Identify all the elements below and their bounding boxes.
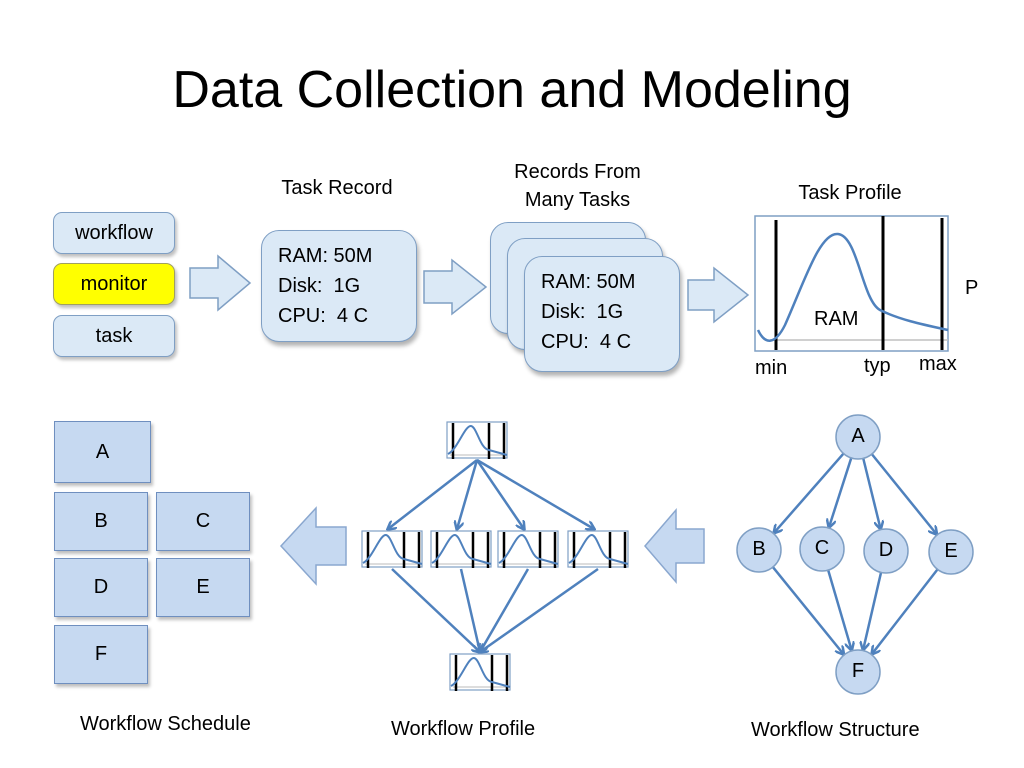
edge-d-f [863, 572, 883, 649]
node-label-b: B [752, 538, 766, 560]
edge-b-f [771, 566, 844, 654]
schedule-slot-d: D [54, 558, 148, 617]
block-arrow-left-1 [279, 506, 347, 586]
schedule-slot-f: F [54, 625, 148, 684]
mini-profile-c [430, 530, 492, 568]
mini-profile-f [449, 653, 511, 691]
many-records-heading: Records From Many Tasks [490, 158, 665, 214]
source-workflow: workflow [53, 212, 175, 254]
edge-e-f [872, 568, 939, 653]
ram-distribution-curve [756, 232, 949, 342]
cpu-line: CPU: 4 C [278, 305, 369, 327]
edge-a-c [829, 457, 853, 527]
edge-a-b [774, 452, 845, 533]
workflow-profile-charts [361, 421, 629, 691]
block-arrow-right-3 [687, 266, 750, 324]
schedule-slot-e: E [156, 558, 250, 617]
node-d [863, 528, 909, 574]
task-record-box: RAM: 50M Disk: 1G CPU: 4 C [261, 230, 417, 342]
many-records-heading-line1: Records From [514, 161, 641, 183]
profile-edge-a-c [457, 459, 479, 529]
schedule-slot-c: C [156, 492, 250, 551]
slide-title: Data Collection and Modeling [172, 61, 852, 119]
disk-line: Disk: 1G [541, 301, 624, 323]
node-label-d: D [878, 539, 894, 561]
mini-profile-a [446, 421, 508, 459]
node-e [928, 529, 974, 575]
typ-marker-label: typ [864, 355, 891, 377]
profile-edge-c-f [459, 568, 480, 652]
mini-profile-e [567, 530, 629, 568]
cpu-line: CPU: 4 C [541, 331, 632, 353]
block-arrow-right-1 [189, 254, 252, 312]
workflow-structure-nodes [736, 414, 974, 695]
source-task: task [53, 315, 175, 357]
stacked-record-front: RAM: 50M Disk: 1G CPU: 4 C [524, 256, 680, 372]
block-arrow-left-2 [644, 507, 705, 585]
max-marker-label: max [919, 353, 957, 375]
mini-profile-b [361, 530, 423, 568]
node-a [835, 414, 881, 460]
profile-edge-d-f [480, 568, 530, 652]
schedule-slot-b: B [54, 492, 148, 551]
workflow-profile-edges [388, 458, 599, 652]
node-label-e: E [944, 540, 958, 562]
profile-edge-a-e [476, 458, 594, 529]
task-profile-chart [754, 215, 949, 352]
node-f [835, 649, 881, 695]
profile-edge-a-d [475, 459, 524, 529]
node-b [736, 527, 782, 573]
edge-a-e [870, 453, 937, 534]
profile-edge-e-f [480, 567, 599, 652]
disk-line: Disk: 1G [278, 275, 361, 297]
workflow-structure-caption: Workflow Structure [751, 719, 920, 741]
workflow-profile-caption: Workflow Profile [391, 718, 536, 740]
ram-line: RAM: 50M [541, 271, 636, 293]
probability-axis-label: P [965, 277, 979, 299]
node-label-c: C [814, 537, 830, 559]
node-label-f: F [851, 660, 865, 682]
task-record-heading: Task Record [281, 177, 393, 199]
node-c [799, 526, 845, 572]
source-monitor: monitor [53, 263, 175, 305]
ram-curve-label: RAM [812, 308, 861, 331]
many-records-heading-line2: Many Tasks [524, 189, 631, 211]
edge-c-f [826, 569, 851, 650]
schedule-slot-a: A [54, 421, 151, 483]
node-label-a: A [851, 425, 865, 447]
block-arrow-right-2 [423, 258, 488, 316]
mini-profile-d [497, 530, 559, 568]
workflow-schedule-caption: Workflow Schedule [80, 713, 251, 735]
profile-edge-b-f [391, 568, 480, 652]
profile-edge-a-b [388, 459, 478, 529]
edge-a-d [862, 458, 880, 528]
min-marker-label: min [755, 357, 788, 379]
workflow-structure-edges [771, 452, 939, 655]
ram-line: RAM: 50M [278, 245, 373, 267]
task-profile-heading: Task Profile [798, 182, 902, 204]
